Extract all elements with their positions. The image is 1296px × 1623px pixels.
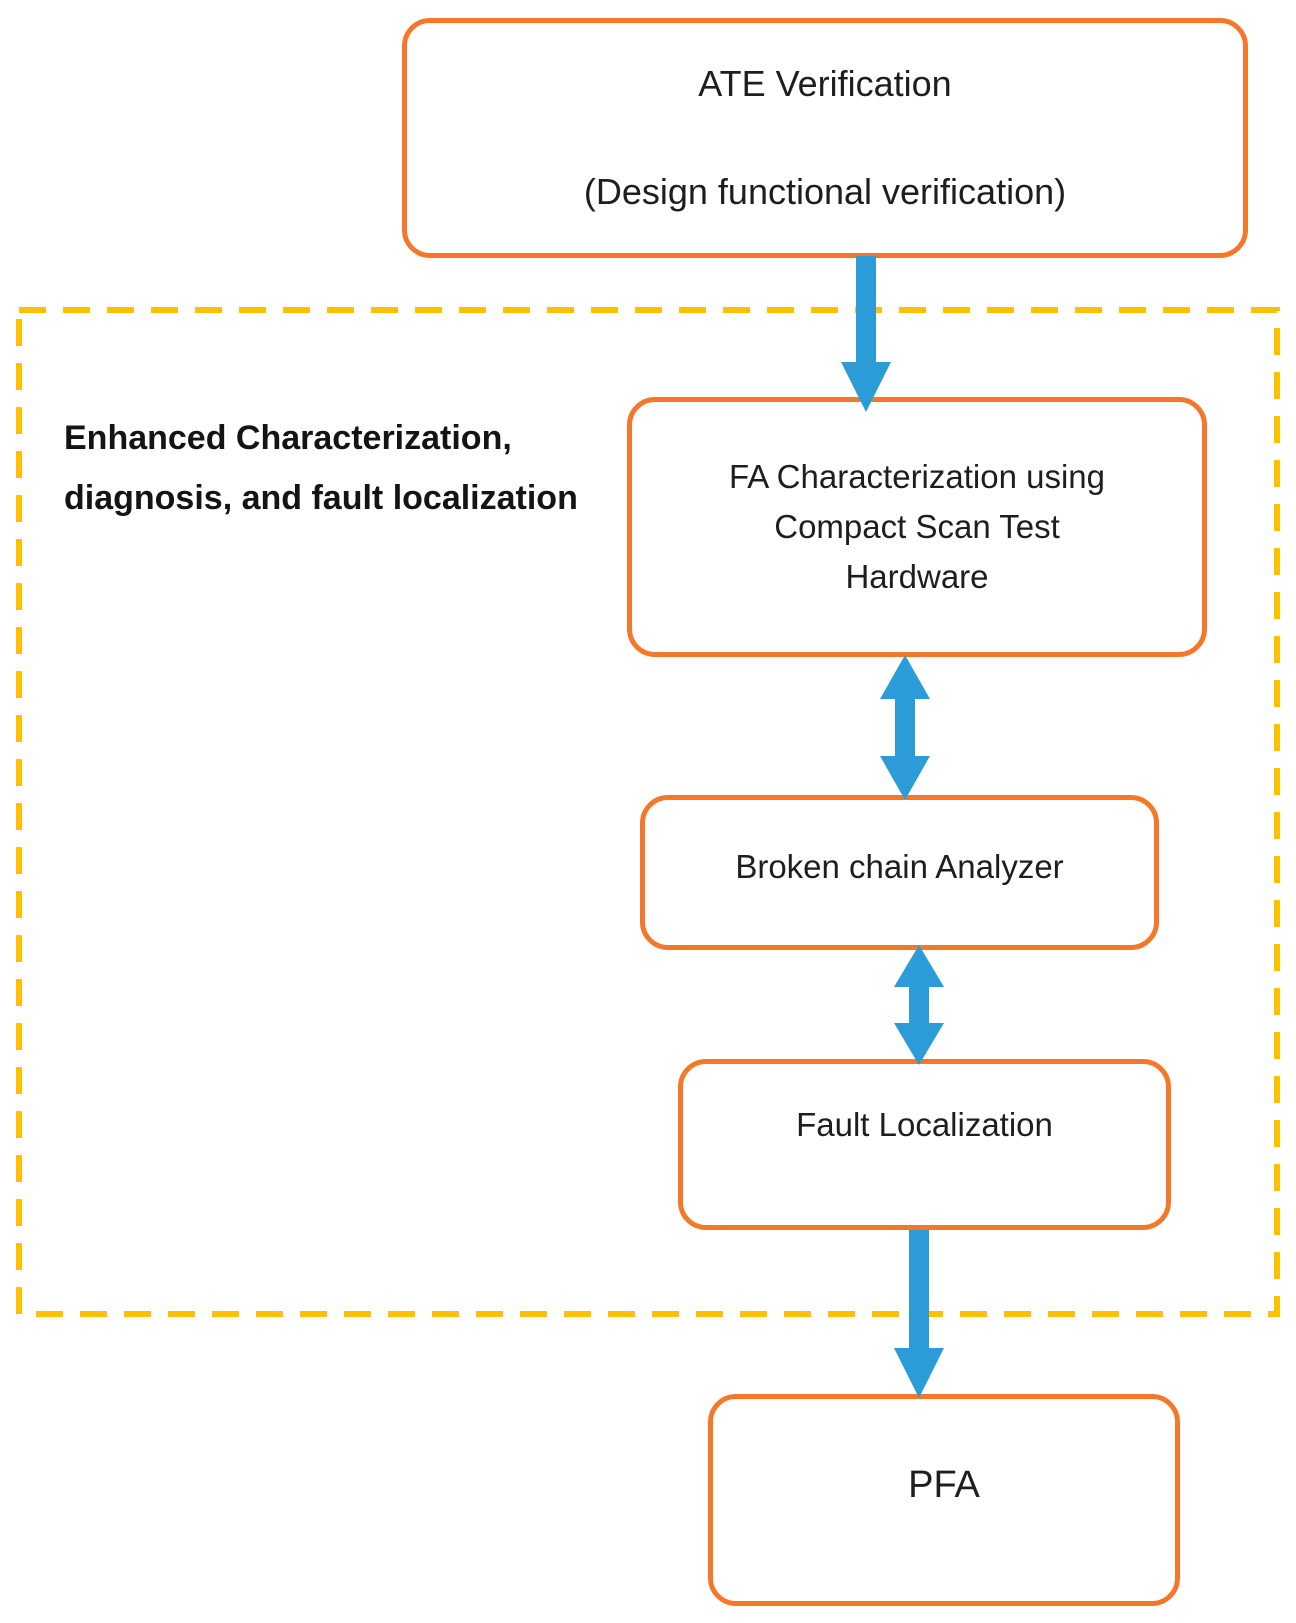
- group-label: Enhanced Characterization, diagnosis, an…: [64, 408, 649, 528]
- node-fa-characterization: FA Characterization using Compact Scan T…: [627, 397, 1207, 657]
- broken-chain-analyzer-label: Broken chain Analyzer: [735, 847, 1064, 885]
- group-label-line1: Enhanced Characterization,: [64, 419, 512, 457]
- arrow-fault-to-pfa: [893, 1230, 945, 1398]
- pfa-label: PFA: [908, 1464, 980, 1506]
- arrow-fa-to-broken-chain: [879, 655, 931, 800]
- group-dashed-border: [16, 307, 1280, 1317]
- fa-characterization-line3: Hardware: [845, 558, 989, 595]
- arrow-broken-chain-to-fault: [893, 945, 945, 1065]
- node-ate-verification: ATE Verification (Design functional veri…: [402, 18, 1248, 258]
- node-broken-chain-analyzer: Broken chain Analyzer: [640, 795, 1159, 950]
- fa-characterization-line1: FA Characterization using: [728, 458, 1106, 495]
- node-pfa: PFA: [708, 1394, 1180, 1606]
- arrow-ate-to-fa: [840, 256, 892, 412]
- fa-characterization-line2: Compact Scan Test: [774, 508, 1060, 545]
- ate-verification-title: ATE Verification: [698, 63, 952, 104]
- node-fault-localization: Fault Localization: [678, 1059, 1171, 1230]
- ate-verification-subtitle: (Design functional verification): [583, 171, 1067, 212]
- fault-localization-label: Fault Localization: [796, 1105, 1053, 1143]
- group-label-line2: diagnosis, and fault localization: [64, 479, 578, 517]
